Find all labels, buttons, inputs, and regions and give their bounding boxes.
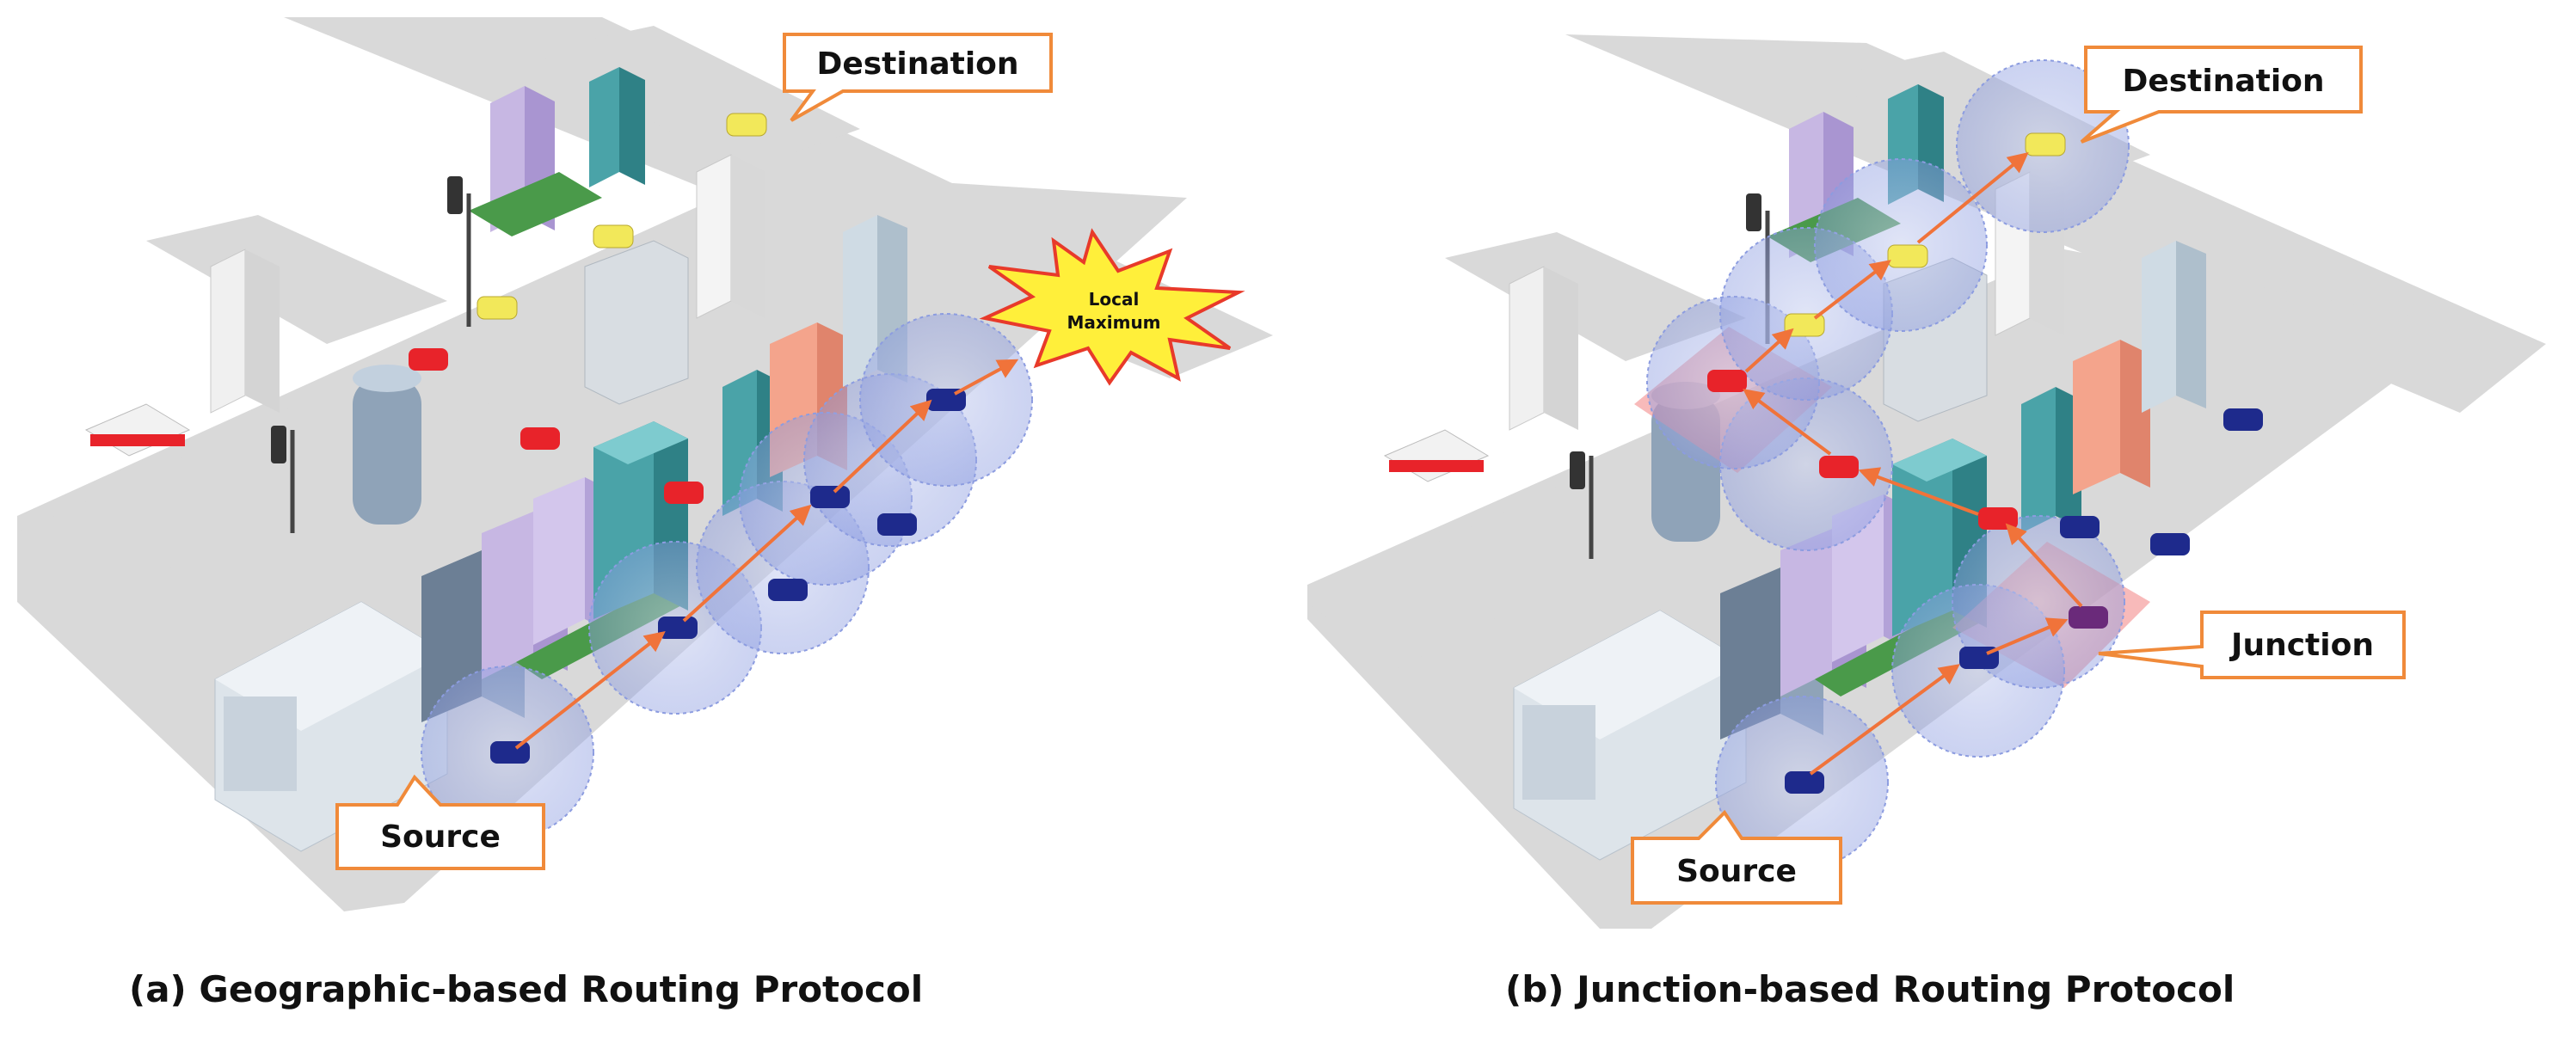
salmon-tower-b	[2073, 340, 2150, 494]
car-yellow	[593, 224, 634, 249]
route-hop-arrow	[833, 399, 932, 494]
traffic-light-b2	[1570, 451, 1594, 559]
car-yellow	[1784, 313, 1825, 337]
car-red	[409, 348, 448, 371]
route-hop-arrow	[954, 359, 1019, 396]
route-arrows-b	[1743, 151, 2083, 776]
local-maximum-burst: Local Maximum	[979, 228, 1245, 386]
local-max-label-line2: Maximum	[1067, 312, 1160, 333]
car-blue	[2060, 516, 2100, 538]
car-blue	[2223, 408, 2263, 431]
teal-tower-b2	[2021, 387, 2081, 533]
junction-callout-b: Junction	[2098, 611, 2406, 679]
junction-label-b: Junction	[2229, 628, 2374, 663]
left-street-a	[146, 215, 447, 344]
source-callout-a: Source	[335, 774, 545, 870]
car-blue	[490, 741, 530, 764]
upper-street-a	[533, 26, 860, 172]
office-building-low-b	[1513, 610, 1747, 861]
stacked-building-a	[584, 240, 689, 405]
route-hop-arrow	[1813, 260, 1891, 320]
car-yellow	[1887, 244, 1928, 268]
car-purple	[2069, 606, 2108, 629]
gray-tower-b1	[1509, 266, 1578, 431]
car-red	[1978, 507, 2018, 530]
destination-callout-a: Destination	[783, 33, 1053, 122]
caption-a: (a) Geographic-based Routing Protocol	[129, 968, 923, 1010]
traffic-light-a2	[271, 426, 295, 533]
panel-b: Destination Junction Source (b) Junction…	[1307, 34, 2546, 1010]
range-circles-a	[421, 313, 1033, 839]
pale-tower-b	[2142, 241, 2206, 413]
car-blue	[768, 579, 808, 601]
teal-tower-a3	[589, 67, 645, 187]
car-blue	[810, 486, 850, 508]
route-hop-arrow	[2005, 523, 2083, 608]
range-circle	[1952, 515, 2125, 689]
destination-callout-b: Destination	[2080, 46, 2363, 144]
destination-label-b: Destination	[2122, 64, 2324, 99]
route-hop-arrow	[1743, 389, 1832, 456]
route-hop-arrow	[1809, 664, 1960, 776]
gas-station-a	[84, 403, 191, 457]
route-arrows-a	[514, 359, 1019, 750]
gray-tower-a1	[210, 249, 280, 414]
car-yellow	[476, 296, 518, 320]
car-red	[1819, 456, 1859, 478]
car-yellow	[2025, 132, 2066, 156]
car-blue	[1785, 771, 1824, 794]
car-red	[664, 482, 704, 504]
car-blue	[658, 617, 698, 639]
gas-station-b	[1383, 429, 1490, 482]
panel-a: Local Maximum Destination Source (a) Geo…	[17, 17, 1273, 1010]
local-max-label-line1: Local	[1089, 289, 1140, 310]
cars-a	[409, 113, 966, 764]
round-tower-a	[353, 365, 421, 525]
car-red	[1707, 370, 1747, 392]
route-hop-arrow	[1916, 151, 2029, 244]
white-tower-a	[696, 154, 765, 319]
car-yellow	[726, 113, 767, 137]
route-hop-arrow	[682, 504, 812, 623]
traffic-light-a1	[447, 176, 471, 327]
office-building-low-a	[214, 601, 448, 852]
route-hop-arrow	[1744, 328, 1794, 373]
source-label-b: Source	[1676, 854, 1797, 889]
source-label-a: Source	[380, 819, 501, 855]
route-hop-arrow	[1858, 467, 1979, 516]
car-blue	[877, 513, 917, 536]
caption-b: (b) Junction-based Routing Protocol	[1505, 968, 2235, 1010]
route-hop-arrow	[1986, 617, 2069, 655]
route-hop-arrow	[514, 631, 666, 750]
car-blue	[2150, 533, 2190, 555]
purple-tower-a2	[469, 86, 602, 236]
car-red	[520, 427, 560, 450]
source-callout-b: Source	[1631, 809, 1842, 905]
destination-label-a: Destination	[816, 46, 1018, 82]
